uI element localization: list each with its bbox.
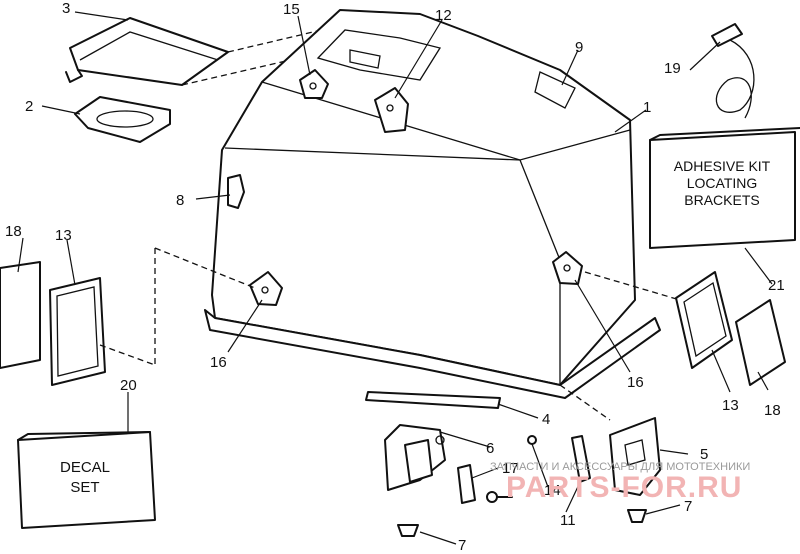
callout-12: 12: [435, 7, 452, 24]
part-11-bracket: [571, 435, 591, 483]
callout-15: 15: [283, 1, 300, 18]
callout-14: 14: [544, 482, 561, 499]
callout-16-right: 16: [627, 374, 644, 391]
decal-set-box: DECAL SET: [17, 431, 156, 529]
adhesive-line-2: LOCATING: [687, 175, 758, 191]
part-8-grommet: [227, 174, 245, 209]
callout-17: 17: [502, 460, 519, 477]
callout-numbers: 3 2 15 12 9 1 8 18 13 16 16 19 21 13 18 …: [5, 0, 785, 554]
part-12-bracket: [374, 87, 409, 133]
watermark-large-text: PARTS-FOR.RU: [506, 471, 742, 504]
callout-16-left: 16: [210, 354, 227, 371]
callout-3: 3: [62, 0, 70, 17]
callout-8: 8: [176, 192, 184, 209]
part-17-bracket: [457, 464, 476, 504]
callout-5: 5: [700, 446, 708, 463]
callout-11: 11: [560, 512, 576, 529]
callout-7-right: 7: [684, 498, 692, 515]
part-16-bracket-left: [249, 271, 283, 306]
adhesive-line-3: BRACKETS: [684, 192, 759, 208]
part-13-plate-left: [49, 277, 106, 386]
part-18-label-right: [735, 299, 786, 386]
callout-7-left: 7: [458, 537, 466, 554]
part-6-bracket: [384, 424, 446, 491]
callout-18-left: 18: [5, 223, 22, 240]
decal-line-2: SET: [70, 479, 99, 496]
part-1-engine-hood: [204, 9, 661, 399]
adhesive-kit-box: ADHESIVE KIT LOCATING BRACKETS: [649, 127, 800, 249]
callout-9: 9: [575, 39, 583, 56]
part-13-plate-right: [675, 271, 733, 369]
part-15-bracket: [299, 69, 329, 99]
part-5-plate: [609, 417, 661, 496]
callout-13-right: 13: [722, 397, 739, 414]
part-19-wire: [711, 23, 755, 119]
part-3-top-cover: [65, 17, 229, 86]
part-4-seal-strip: [365, 391, 501, 409]
leader-lines: [17, 11, 773, 545]
watermark: ЗАПЧАСТИ И АКСЕССУАРЫ ДЛЯ МОТОТЕХНИКИ PA…: [490, 461, 750, 504]
callout-13-left: 13: [55, 227, 72, 244]
part-7-grommet-right: [627, 509, 647, 523]
callout-19: 19: [664, 60, 681, 77]
callout-20: 20: [120, 377, 137, 394]
decal-line-1: DECAL: [60, 459, 110, 476]
part-14-screw: [486, 491, 513, 503]
part-16-bracket-right: [552, 251, 583, 285]
part-screw: [527, 435, 537, 445]
part-7-grommet-left: [397, 524, 419, 537]
part-2-gasket: [74, 96, 171, 143]
callout-18-right: 18: [764, 402, 781, 419]
callout-6: 6: [486, 440, 494, 457]
watermark-small-text: ЗАПЧАСТИ И АКСЕССУАРЫ ДЛЯ МОТОТЕХНИКИ: [490, 461, 750, 473]
callout-4: 4: [542, 411, 550, 428]
part-18-label-left: [0, 261, 41, 369]
callout-1: 1: [643, 99, 651, 116]
callout-21: 21: [768, 277, 785, 294]
adhesive-line-1: ADHESIVE KIT: [674, 158, 771, 174]
callout-2: 2: [25, 98, 33, 115]
